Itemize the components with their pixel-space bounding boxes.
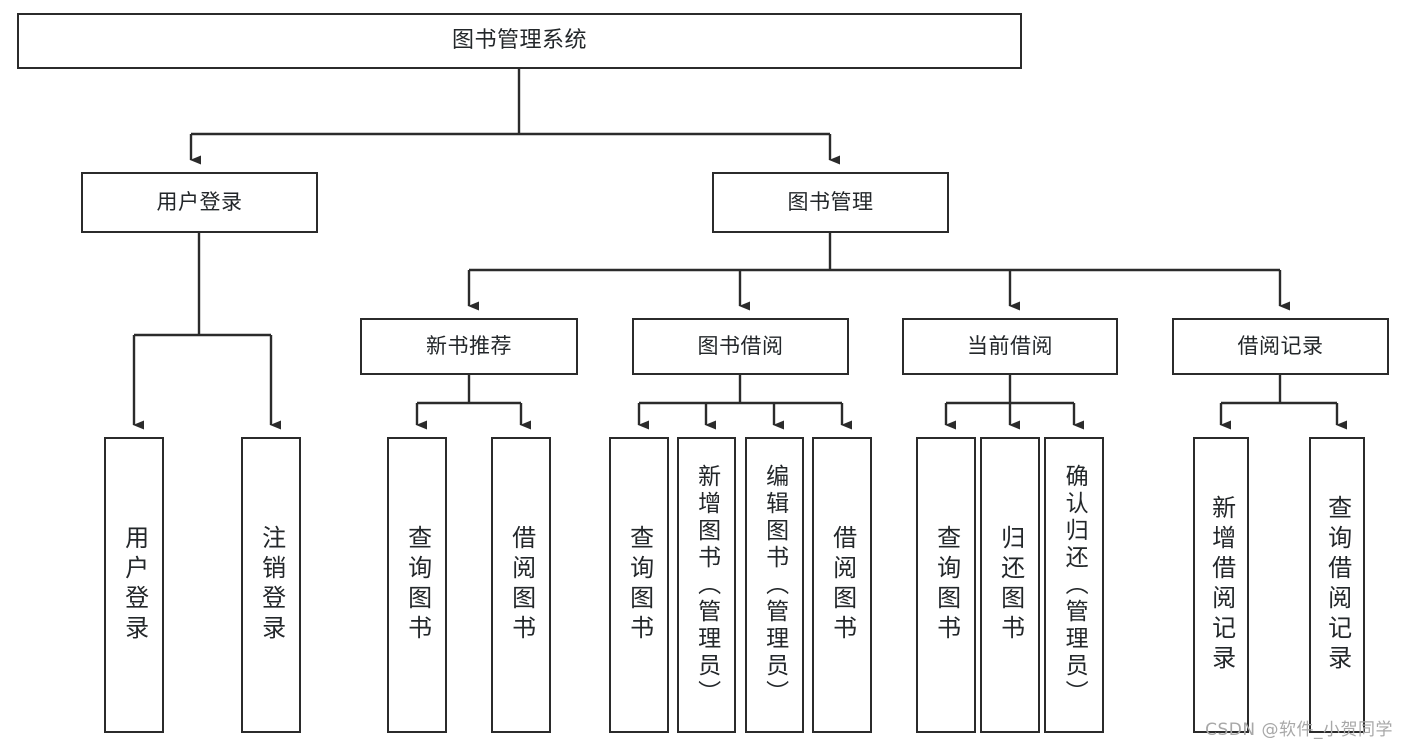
node-leaf-confirm-return[interactable]: 确认归还（管理员）: [1044, 437, 1104, 733]
node-leaf-query-book-2-label: 查询图书: [625, 525, 654, 645]
node-leaf-query-record[interactable]: 查询借阅记录: [1309, 437, 1365, 733]
node-leaf-user-logout-label: 注销登录: [257, 525, 286, 645]
node-current-borrow[interactable]: 当前借阅: [902, 318, 1118, 375]
node-leaf-borrow-book-2-label: 借阅图书: [828, 525, 857, 645]
node-leaf-query-book-3[interactable]: 查询图书: [916, 437, 976, 733]
node-leaf-confirm-return-label: 确认归还（管理员）: [1061, 463, 1088, 707]
node-leaf-query-book-1-label: 查询图书: [403, 525, 432, 645]
node-leaf-add-record[interactable]: 新增借阅记录: [1193, 437, 1249, 733]
node-leaf-user-login[interactable]: 用户登录: [104, 437, 164, 733]
node-book-manage-label: 图书管理: [787, 190, 874, 215]
node-root-label: 图书管理系统: [451, 28, 587, 54]
csdn-watermark: CSDN @软件_小贺同学: [1205, 720, 1393, 740]
node-leaf-edit-book-label: 编辑图书（管理员）: [761, 463, 788, 707]
node-leaf-borrow-book-2[interactable]: 借阅图书: [812, 437, 872, 733]
node-new-book-rec-label: 新书推荐: [426, 334, 512, 359]
node-leaf-query-book-2[interactable]: 查询图书: [609, 437, 669, 733]
node-book-borrow[interactable]: 图书借阅: [632, 318, 849, 375]
node-leaf-add-record-label: 新增借阅记录: [1207, 495, 1236, 675]
node-leaf-borrow-book-1-label: 借阅图书: [507, 525, 536, 645]
node-user-login[interactable]: 用户登录: [81, 172, 318, 233]
node-borrow-record-label: 借阅记录: [1237, 334, 1324, 359]
node-root[interactable]: 图书管理系统: [17, 13, 1022, 69]
node-leaf-query-book-1[interactable]: 查询图书: [387, 437, 447, 733]
node-current-borrow-label: 当前借阅: [967, 334, 1053, 359]
node-borrow-record[interactable]: 借阅记录: [1172, 318, 1389, 375]
node-leaf-borrow-book-1[interactable]: 借阅图书: [491, 437, 551, 733]
node-leaf-edit-book[interactable]: 编辑图书（管理员）: [745, 437, 804, 733]
node-new-book-rec[interactable]: 新书推荐: [360, 318, 578, 375]
node-leaf-query-record-label: 查询借阅记录: [1323, 495, 1352, 675]
node-leaf-return-book-label: 归还图书: [996, 525, 1025, 645]
node-leaf-user-logout[interactable]: 注销登录: [241, 437, 301, 733]
node-leaf-return-book[interactable]: 归还图书: [980, 437, 1040, 733]
node-book-manage[interactable]: 图书管理: [712, 172, 949, 233]
node-leaf-query-book-3-label: 查询图书: [932, 525, 961, 645]
node-leaf-add-book-label: 新增图书（管理员）: [693, 463, 720, 707]
node-leaf-add-book[interactable]: 新增图书（管理员）: [677, 437, 736, 733]
node-leaf-user-login-label: 用户登录: [120, 525, 149, 645]
node-book-borrow-label: 图书借阅: [697, 334, 784, 359]
node-user-login-label: 用户登录: [156, 190, 243, 215]
